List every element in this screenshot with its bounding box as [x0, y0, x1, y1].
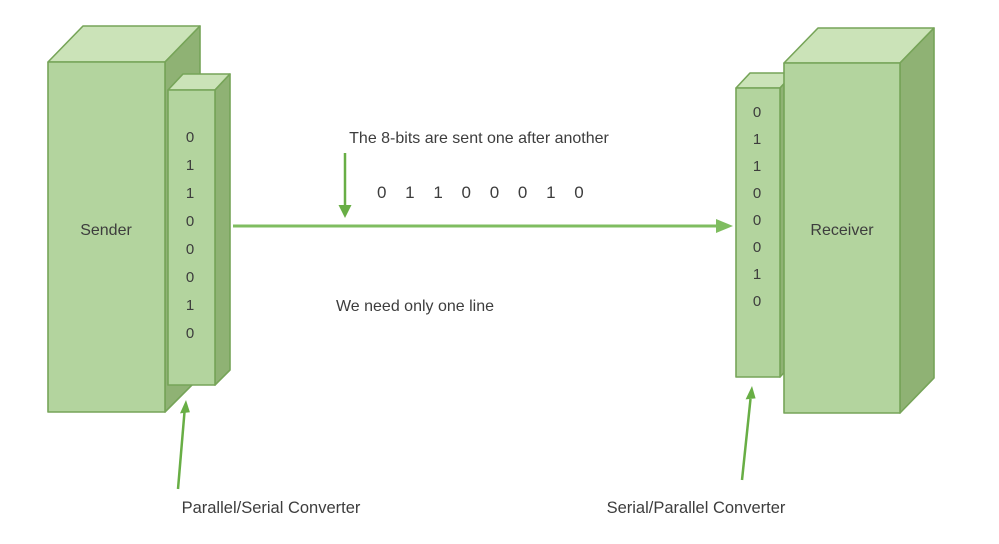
- sender-bit: 0: [186, 325, 194, 342]
- receiver-box: Receiver: [783, 27, 935, 414]
- parallel-serial-pointer-line: [176, 411, 186, 490]
- receiver-label: Receiver: [810, 222, 874, 239]
- receiver-bit: 0: [753, 185, 761, 202]
- receiver-bit: 1: [753, 131, 761, 148]
- caption-text: The 8-bits are sent one after another: [349, 130, 609, 147]
- parallel-serial-pointer-arrowhead: [180, 400, 190, 414]
- parallel-serial-converter: 0 1 1 0 0 0 1 0: [167, 73, 231, 386]
- bit-stream-text: 0 1 1 0 0 0 1 0: [377, 183, 591, 202]
- serial-line-arrowhead: [716, 219, 733, 233]
- sender-bit: 1: [186, 157, 194, 174]
- receiver-bit: 1: [753, 158, 761, 175]
- sender-label: Sender: [80, 222, 132, 239]
- serial-parallel-pointer-line: [740, 398, 752, 481]
- receiver-box-side-face: [899, 27, 935, 414]
- sender-bit: 1: [186, 297, 194, 314]
- receiver-bit: 0: [753, 293, 761, 310]
- parallel-serial-pointer-arrow: [176, 400, 190, 490]
- sender-box-front-face: [47, 61, 166, 413]
- serial-line-arrow: [233, 219, 733, 233]
- sender-bit: 0: [186, 269, 194, 286]
- sender-bit: 0: [186, 213, 194, 230]
- sender-bit: 0: [186, 129, 194, 146]
- receiver-bit: 0: [753, 104, 761, 121]
- parallel-serial-converter-front-face: [167, 89, 216, 386]
- receiver-bit: 0: [753, 212, 761, 229]
- sender-bit: 1: [186, 185, 194, 202]
- caption-down-arrow: [338, 153, 352, 218]
- receiver-bit-column: 0 1 1 0 0 0 1 0: [753, 104, 761, 310]
- caption-down-arrowhead: [338, 205, 352, 218]
- serial-parallel-converter-label: Serial/Parallel Converter: [607, 499, 786, 517]
- receiver-box-front-face: [783, 62, 901, 414]
- receiver-bit: 1: [753, 266, 761, 283]
- serial-parallel-pointer-arrow: [740, 386, 756, 481]
- receiver-bit: 0: [753, 239, 761, 256]
- parallel-serial-converter-label: Parallel/Serial Converter: [182, 499, 361, 517]
- parallel-serial-converter-side-face: [214, 73, 231, 386]
- sender-bit-column: 0 1 1 0 0 0 1 0: [186, 129, 194, 342]
- serial-parallel-converter-front-face: [735, 87, 781, 378]
- note-text: We need only one line: [336, 298, 494, 315]
- sender-bit: 0: [186, 241, 194, 258]
- serial-parallel-pointer-arrowhead: [745, 386, 756, 400]
